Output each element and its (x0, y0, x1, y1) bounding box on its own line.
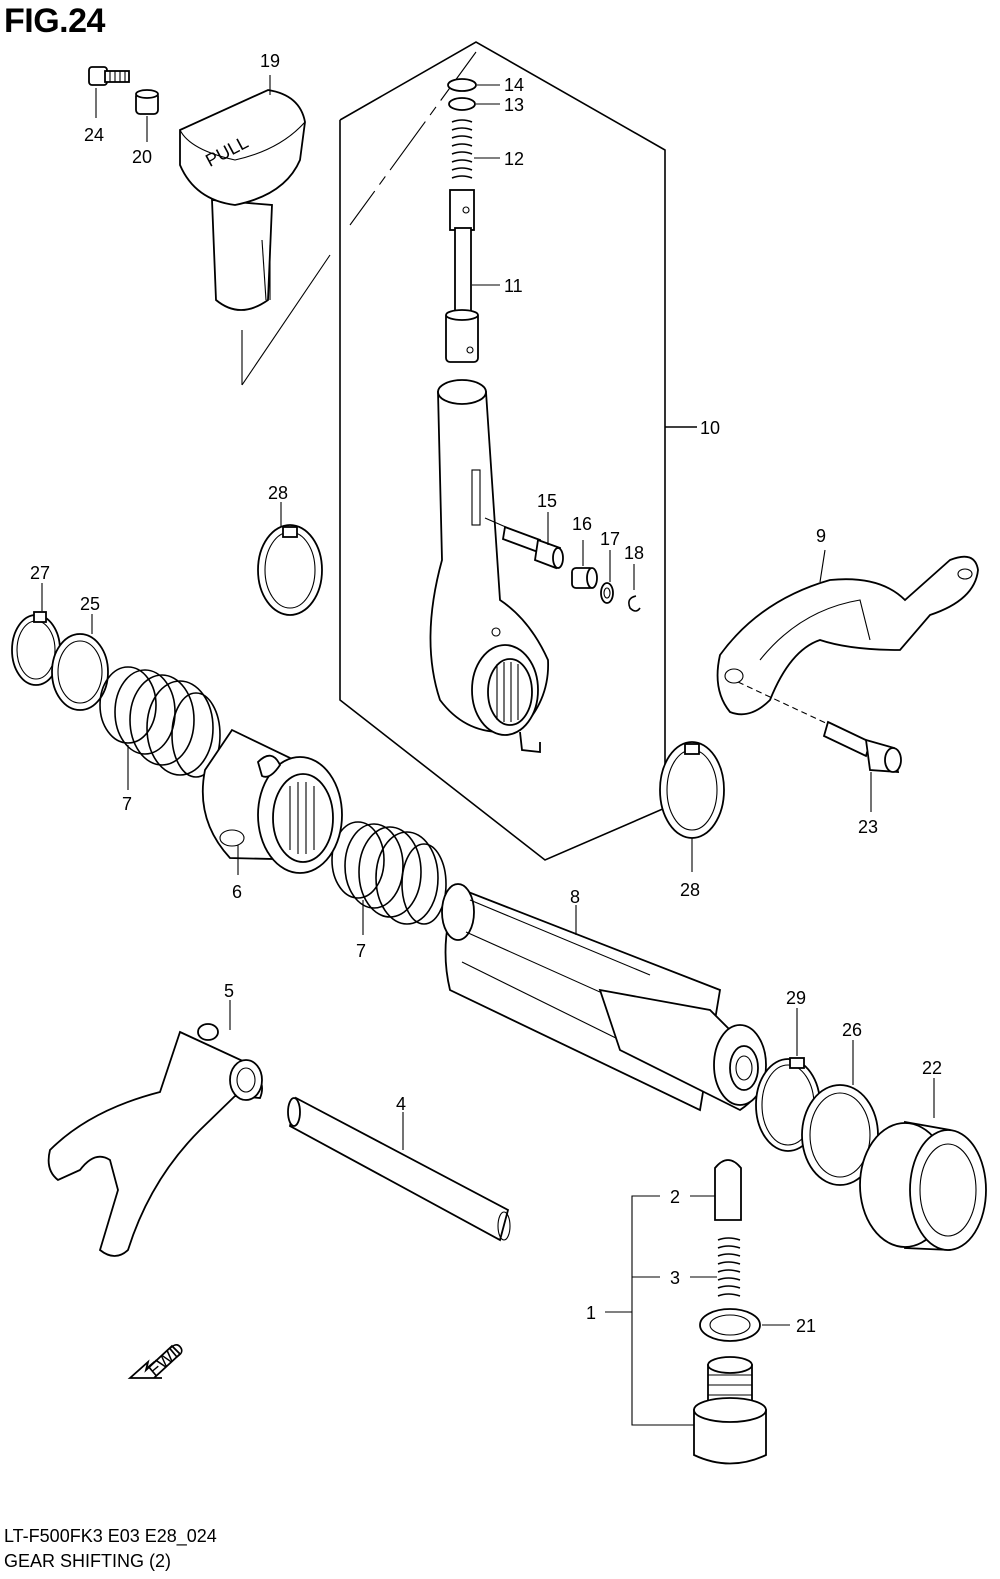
washer-part-21 (699, 1308, 790, 1342)
callout-13: 13 (504, 95, 524, 115)
collar-part-20 (135, 89, 159, 142)
callout-17: 17 (600, 529, 620, 549)
shift-lever-part-10 (429, 379, 549, 754)
callout-23: 23 (858, 817, 878, 837)
callout-20: 20 (132, 147, 152, 167)
callout-22: 22 (922, 1058, 942, 1078)
callout-11: 11 (504, 276, 523, 296)
callout-27: 27 (30, 563, 50, 583)
callout-19: 19 (260, 51, 280, 71)
callout-9: 9 (816, 526, 826, 546)
callout-21: 21 (796, 1316, 816, 1336)
bearing-part-22 (859, 1078, 987, 1251)
shift-knob-part-19: PULL (179, 75, 306, 311)
washer-part-25 (51, 614, 109, 711)
callout-labels: 19 24 20 14 13 12 11 10 28 15 16 17 18 9… (30, 51, 942, 1336)
callout-28-upper: 28 (268, 483, 288, 503)
diagram-caption: GEAR SHIFTING (2) (4, 1551, 172, 1571)
fwd-arrow-label: FWD (144, 1338, 188, 1380)
callout-24: 24 (84, 125, 104, 145)
callout-2: 2 (670, 1187, 680, 1207)
callout-10: 10 (700, 418, 720, 438)
rod-part-11 (445, 189, 500, 363)
bracket-part-9 (716, 549, 979, 716)
callout-12: 12 (504, 149, 524, 169)
callout-14: 14 (504, 75, 524, 95)
shaft-part-8 (441, 883, 767, 1112)
callout-7-left: 7 (122, 794, 132, 814)
figure-title: FIG.24 (4, 2, 105, 40)
callout-16: 16 (572, 514, 592, 534)
rod-part-4 (287, 1096, 511, 1242)
circlip-part-28-lower (659, 741, 725, 872)
pin-part-15 (484, 512, 564, 570)
sleeve-part-6 (201, 728, 343, 875)
callout-18: 18 (624, 543, 644, 563)
spring-part-12 (451, 119, 500, 179)
detent-pin-part-2 (690, 1159, 742, 1221)
callout-8: 8 (570, 887, 580, 907)
collar-part-16 (571, 540, 598, 589)
callout-7-right: 7 (356, 941, 366, 961)
ring-part-13 (448, 97, 500, 111)
callout-28-lower: 28 (680, 880, 700, 900)
callout-3: 3 (670, 1268, 680, 1288)
forward-direction-arrow: FWD (127, 1338, 188, 1380)
clip-part-18 (628, 564, 641, 612)
spring-part-7-right (331, 821, 447, 935)
ring-part-14 (447, 78, 500, 92)
callout-26: 26 (842, 1020, 862, 1040)
shift-fork-part-5 (47, 1000, 263, 1257)
spring-part-3 (690, 1237, 741, 1297)
callout-15: 15 (537, 491, 557, 511)
model-code: LT-F500FK3 E03 E28_024 (4, 1526, 217, 1546)
circlip-part-28-upper (257, 502, 323, 616)
bolt-part-24 (88, 66, 130, 118)
callout-1: 1 (586, 1303, 596, 1323)
callout-4: 4 (396, 1094, 406, 1114)
part-1-group-bracket (605, 1195, 700, 1426)
callout-6: 6 (232, 882, 242, 902)
callout-29: 29 (786, 988, 806, 1008)
bolt-part-23 (737, 681, 902, 812)
spring-part-7-left (99, 666, 221, 790)
callout-25: 25 (80, 594, 100, 614)
plug-bolt-part-1 (693, 1356, 767, 1465)
washer-part-17 (600, 550, 614, 604)
callout-5: 5 (224, 981, 234, 1001)
